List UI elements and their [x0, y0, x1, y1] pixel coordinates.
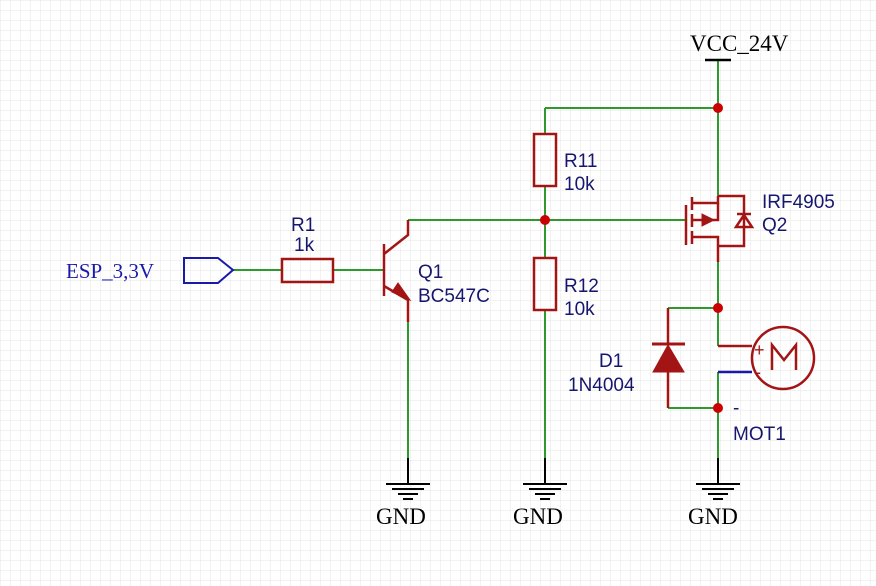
vcc-label: VCC_24V — [690, 31, 789, 56]
junction-gate — [540, 215, 550, 225]
junction-vcc — [713, 103, 723, 113]
r12-ref: R12 — [564, 276, 599, 297]
r1-ref: R1 — [291, 215, 315, 236]
q1-emitter-arrow — [391, 282, 412, 302]
q2-ref: Q2 — [762, 215, 787, 236]
junctions — [540, 103, 723, 413]
q2-arrow — [701, 213, 716, 227]
q1-value: BC547C — [418, 286, 490, 307]
transistor-q1[interactable] — [382, 220, 412, 322]
mot1-ref: MOT1 — [733, 424, 786, 445]
diode-d1[interactable] — [652, 308, 685, 408]
r1-value: 1k — [294, 235, 315, 256]
q2-body-lead — [692, 203, 720, 222]
mot1-minus-label: - — [733, 398, 739, 419]
q1-ref: Q1 — [418, 262, 443, 283]
mot1-minus-pin: - — [755, 362, 761, 382]
q1-collector-lead — [383, 220, 410, 255]
q2-drain-lead — [692, 235, 720, 262]
r12-value: 10k — [564, 299, 595, 320]
junction-drain — [713, 303, 723, 313]
q2-body-diode — [733, 212, 755, 229]
gnd-label-q1: GND — [376, 504, 426, 529]
gnd-label-mot: GND — [688, 504, 738, 529]
gnd-symbol-mot[interactable] — [696, 458, 740, 500]
d1-value: 1N4004 — [568, 375, 635, 396]
motor-mot1[interactable]: + - — [718, 325, 816, 391]
vcc-symbol[interactable]: VCC_24V — [690, 31, 789, 62]
r11-value: 10k — [564, 174, 595, 195]
r11-ref: R11 — [564, 151, 597, 172]
mot1-plus-pin: + — [754, 340, 765, 360]
resistor-r12[interactable]: R12 10k — [532, 256, 599, 320]
gnd-symbol-r12[interactable] — [523, 458, 567, 500]
mosfet-q2[interactable] — [684, 194, 755, 262]
resistor-r1[interactable]: R1 1k — [280, 215, 335, 284]
q1-emitter-lead — [383, 284, 410, 322]
gnd-label-r12: GND — [513, 504, 563, 529]
junction-motor-minus — [713, 403, 723, 413]
d1-ref: D1 — [599, 351, 623, 372]
q2-value: IRF4905 — [762, 192, 835, 213]
resistor-r11[interactable]: R11 10k — [532, 132, 597, 195]
net-port-esp[interactable] — [183, 257, 235, 284]
q2-diode-frame — [718, 194, 746, 248]
net-port-label: ESP_3,3V — [66, 259, 154, 283]
gnd-symbol-q1[interactable] — [386, 458, 430, 500]
